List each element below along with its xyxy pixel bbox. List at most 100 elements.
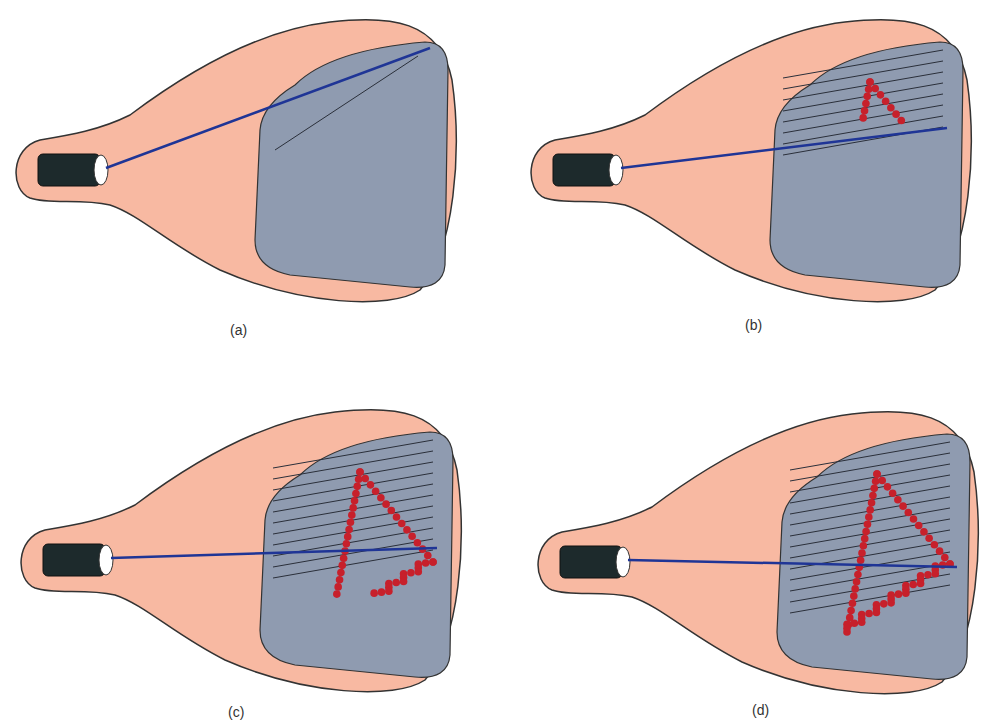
lit-pixel [873, 470, 881, 478]
lit-pixel [861, 535, 869, 543]
lit-pixel [429, 558, 437, 566]
electron-beam [621, 128, 947, 168]
lit-pixel [424, 552, 432, 560]
lit-pixel [924, 571, 932, 579]
lit-pixel [925, 534, 933, 542]
lit-pixel [866, 506, 874, 514]
lit-pixel [902, 589, 910, 597]
lit-pixel [859, 114, 867, 122]
lit-pixel [344, 533, 352, 541]
lit-pixel [338, 562, 346, 570]
lit-pixel [372, 487, 380, 495]
lit-pixel [899, 502, 907, 510]
lit-pixel [862, 528, 870, 536]
scan-line [273, 550, 433, 578]
lit-pixel [422, 559, 430, 567]
lit-pixel [403, 526, 411, 534]
scan-line [273, 473, 433, 501]
lit-pixel [377, 494, 385, 502]
phosphor-screen [260, 432, 453, 677]
panel-label: (d) [752, 702, 769, 718]
lit-pixel [917, 580, 925, 588]
lit-pixel [361, 475, 369, 483]
tube-envelope [531, 20, 971, 302]
lit-pixel [353, 483, 361, 491]
lit-pixel [408, 532, 416, 540]
lit-pixel [337, 569, 345, 577]
scan-line [790, 574, 950, 602]
lit-pixel [398, 520, 406, 528]
lit-pixel [414, 568, 422, 576]
lit-pixel [333, 590, 341, 598]
phosphor-screen [777, 434, 970, 679]
lit-pixel [920, 528, 928, 536]
lit-pixel [868, 499, 876, 507]
lit-pixel [340, 554, 348, 562]
lit-pixel [862, 100, 870, 108]
lit-pixel [866, 78, 874, 86]
lit-pixel [853, 578, 861, 586]
scan-line [273, 451, 433, 479]
lit-pixel [873, 609, 881, 617]
scan-line [273, 495, 433, 523]
lit-pixel [941, 554, 949, 562]
lit-pixel [851, 585, 859, 593]
crt-tube [21, 410, 461, 692]
lit-pixel [866, 78, 874, 86]
scan-line [790, 453, 950, 481]
lit-pixel [367, 481, 375, 489]
scan-line [783, 72, 943, 100]
lit-pixel [414, 539, 422, 547]
crt-tube [538, 412, 978, 694]
lit-pixel [352, 490, 360, 498]
lit-pixel [889, 489, 897, 497]
panel-label: (a) [230, 322, 247, 338]
lit-pixel [858, 618, 866, 626]
scan-line [273, 517, 433, 545]
lit-pixel [931, 570, 939, 578]
tube-envelope [21, 410, 461, 692]
scan-line [783, 105, 943, 133]
phosphor-screen [770, 42, 963, 287]
lit-pixel [351, 497, 359, 505]
lit-pixel [897, 117, 905, 125]
lit-pixel [336, 576, 344, 584]
lit-pixel [334, 583, 342, 591]
lit-pixel [865, 85, 873, 93]
lit-pixel [864, 520, 872, 528]
lit-pixel [936, 547, 944, 555]
lit-pixel [873, 470, 881, 478]
lit-pixel [863, 93, 871, 101]
electron-beam [106, 48, 430, 168]
lit-pixel [892, 110, 900, 118]
lit-pixel [850, 592, 858, 600]
gun-aperture [609, 155, 623, 185]
lit-pixel [910, 515, 918, 523]
scan-line [790, 475, 950, 503]
lit-pixel [895, 590, 903, 598]
scan-line [273, 440, 433, 468]
lit-pixel [882, 97, 890, 105]
scan-line [783, 83, 943, 111]
lit-pixel [854, 571, 862, 579]
lit-pixel [382, 500, 390, 508]
lit-pixel [857, 556, 865, 564]
lit-pixel [884, 483, 892, 491]
scan-line [790, 585, 950, 613]
lit-pixel [860, 542, 868, 550]
lit-pixel [356, 468, 364, 476]
lit-pixel [904, 509, 912, 517]
lit-pixel [355, 475, 363, 483]
scan-line [783, 61, 943, 89]
lit-pixel [392, 579, 400, 587]
scan-line [790, 442, 950, 470]
scan-line [790, 497, 950, 525]
lit-pixel [407, 569, 415, 577]
lit-pixel [871, 85, 879, 93]
lit-pixel [378, 588, 386, 596]
lit-pixel [429, 558, 437, 566]
phosphor-screen [255, 42, 448, 287]
scan-line [275, 56, 418, 150]
